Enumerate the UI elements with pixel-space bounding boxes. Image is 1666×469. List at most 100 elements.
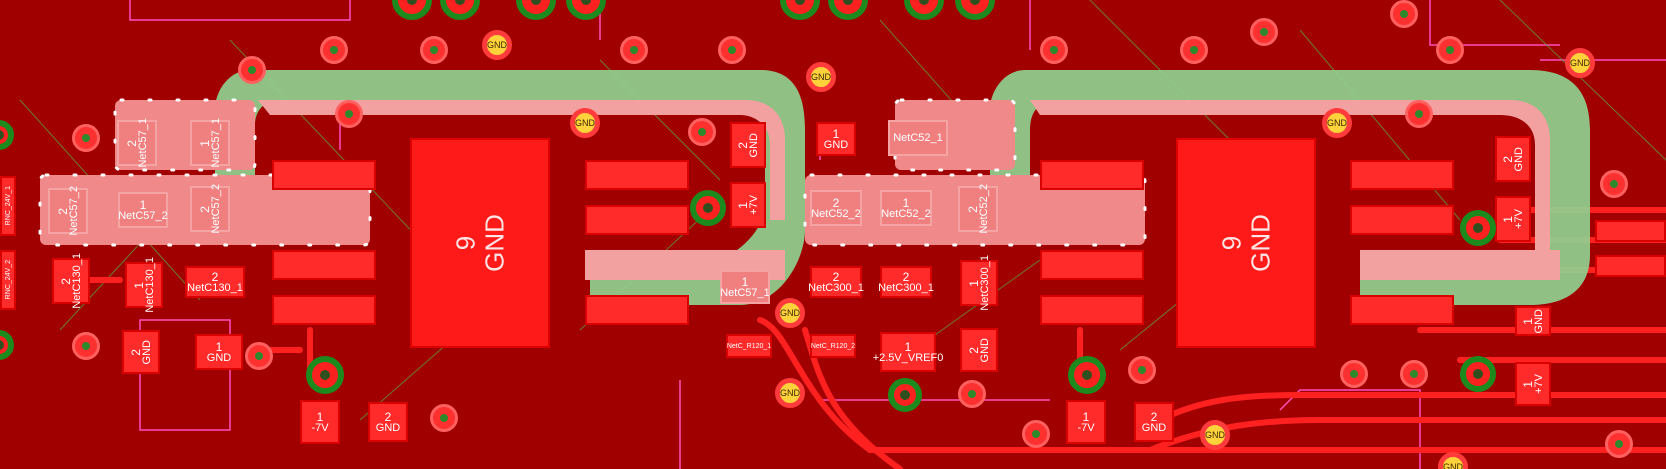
vref-pad[interactable]: 1+2.5V_VREF0 xyxy=(873,332,943,372)
via[interactable] xyxy=(1405,100,1433,128)
ic-pad[interactable] xyxy=(1040,250,1144,280)
via[interactable] xyxy=(320,36,348,64)
plus7v-pad[interactable]: 1+7V xyxy=(1515,362,1551,406)
gnd-stitch-via[interactable]: GND xyxy=(570,108,600,138)
ic-pad[interactable] xyxy=(585,205,689,235)
minus7v-pad[interactable]: 1-7V xyxy=(300,400,340,444)
minus7v-pad[interactable]: 1-7V xyxy=(1066,400,1106,444)
through-hole-pin[interactable] xyxy=(0,120,14,150)
through-hole-pin[interactable] xyxy=(690,190,726,226)
through-hole-pin[interactable] xyxy=(392,0,432,20)
via[interactable] xyxy=(1600,170,1628,198)
through-hole-pin[interactable] xyxy=(780,0,820,20)
through-hole-pin[interactable] xyxy=(1460,356,1496,392)
edge-pad[interactable]: RNC_24V_2 xyxy=(0,250,16,310)
through-hole-pin[interactable] xyxy=(0,330,14,360)
small-pad[interactable]: NetC_R120_2 xyxy=(810,334,856,358)
c52-pad[interactable]: NetC52_1 xyxy=(888,120,948,156)
edge-pad[interactable] xyxy=(1595,255,1666,277)
via[interactable] xyxy=(335,100,363,128)
via[interactable] xyxy=(430,404,458,432)
ic-pad[interactable] xyxy=(272,160,376,190)
edge-pad[interactable]: RNC_24V_1 xyxy=(0,176,16,236)
via[interactable] xyxy=(1340,360,1368,388)
via[interactable] xyxy=(1040,36,1068,64)
via[interactable] xyxy=(72,332,100,360)
via[interactable] xyxy=(420,36,448,64)
ic-pad[interactable] xyxy=(272,250,376,280)
plus7v-pad[interactable]: 1+7V xyxy=(1495,196,1531,242)
ic-pad[interactable] xyxy=(1350,160,1454,190)
via[interactable] xyxy=(1605,430,1633,458)
via[interactable] xyxy=(1400,360,1428,388)
ic-pad[interactable] xyxy=(585,160,689,190)
ic-pad[interactable] xyxy=(585,295,689,325)
through-hole-pin[interactable] xyxy=(888,378,922,412)
through-hole-pin[interactable] xyxy=(955,0,995,20)
small-pad[interactable]: NetC_R120_1 xyxy=(726,334,772,358)
gnd-stitch-via[interactable]: GND xyxy=(775,378,805,408)
via[interactable] xyxy=(1022,420,1050,448)
via[interactable] xyxy=(72,124,100,152)
gnd-stitch-via[interactable]: GND xyxy=(1438,452,1468,469)
gnd-stitch-via[interactable]: GND xyxy=(482,30,512,60)
through-hole-pin[interactable] xyxy=(440,0,480,20)
ic-pad[interactable] xyxy=(1040,295,1144,325)
via[interactable] xyxy=(1436,36,1464,64)
via[interactable] xyxy=(688,118,716,146)
via[interactable] xyxy=(1128,356,1156,384)
ic-pad[interactable] xyxy=(272,295,376,325)
through-hole-pin[interactable] xyxy=(306,356,344,394)
via[interactable] xyxy=(1180,36,1208,64)
via[interactable] xyxy=(1390,0,1418,28)
through-hole-pin[interactable] xyxy=(516,0,556,20)
gnd-stitch-via[interactable]: GND xyxy=(1565,48,1595,78)
via[interactable] xyxy=(245,342,273,370)
plus7v-pad[interactable]: 1+7V xyxy=(730,182,766,228)
through-hole-pin[interactable] xyxy=(904,0,944,20)
gnd-stitch-via[interactable]: GND xyxy=(775,298,805,328)
ic-pad[interactable] xyxy=(1040,160,1144,190)
via[interactable] xyxy=(958,380,986,408)
via[interactable] xyxy=(238,56,266,84)
through-hole-pin[interactable] xyxy=(566,0,606,20)
via[interactable] xyxy=(620,36,648,64)
through-hole-pin[interactable] xyxy=(828,0,868,20)
ic-pad[interactable] xyxy=(1350,295,1454,325)
ic-pad[interactable] xyxy=(1350,205,1454,235)
via[interactable] xyxy=(1250,18,1278,46)
edge-pad[interactable] xyxy=(1595,220,1666,242)
gnd-stitch-via[interactable]: GND xyxy=(806,62,836,92)
via[interactable] xyxy=(718,36,746,64)
through-hole-pin[interactable] xyxy=(1068,356,1106,394)
through-hole-pin[interactable] xyxy=(1460,210,1496,246)
gnd-stitch-via[interactable]: GND xyxy=(1200,420,1230,450)
